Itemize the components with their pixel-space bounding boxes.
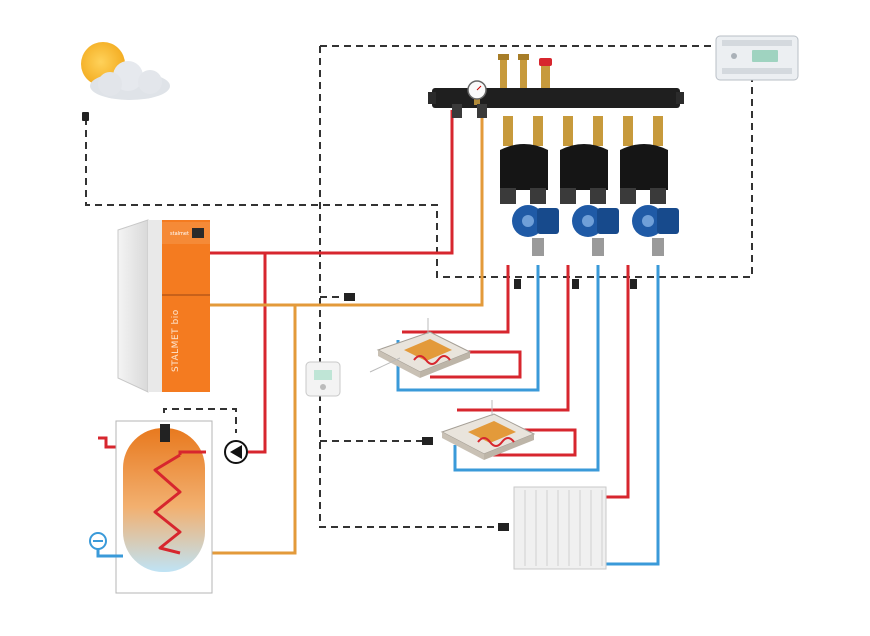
pump-icon: [512, 205, 559, 237]
supply-pipes: [98, 110, 630, 499]
room-thermostat-icon: [305, 361, 341, 397]
inlet-gauge-icon: [89, 532, 123, 558]
boiler-model-label: STALMET bio: [171, 309, 181, 372]
boiler-icon: stalmet STALMET bio: [117, 219, 210, 393]
manifold-icon: [428, 54, 684, 118]
pump-icon: [632, 205, 679, 237]
boiler-return-pipes: [180, 110, 484, 555]
boiler-brand-label: stalmet: [170, 231, 189, 237]
weather-sun-cloud-icon: [81, 42, 170, 100]
signal-connectors: [344, 279, 637, 531]
pressure-gauge-icon: [467, 80, 487, 105]
outdoor-sensor-icon: [82, 112, 89, 121]
underfloor-heating-icon: [440, 400, 536, 460]
radiator-icon: [513, 486, 607, 570]
pump-icon: [572, 205, 619, 237]
pump-group-2: [560, 116, 619, 256]
control-signal-wiring: [85, 45, 753, 528]
valve-icon: [539, 58, 552, 88]
hot-water-tank-icon: [115, 420, 213, 594]
underfloor-heating-icon: [369, 318, 472, 378]
pump-group-3: [620, 116, 679, 256]
pump-group-1: [500, 116, 559, 256]
circulation-pump-icon: [224, 440, 248, 464]
controller-unit-icon: [715, 35, 799, 81]
